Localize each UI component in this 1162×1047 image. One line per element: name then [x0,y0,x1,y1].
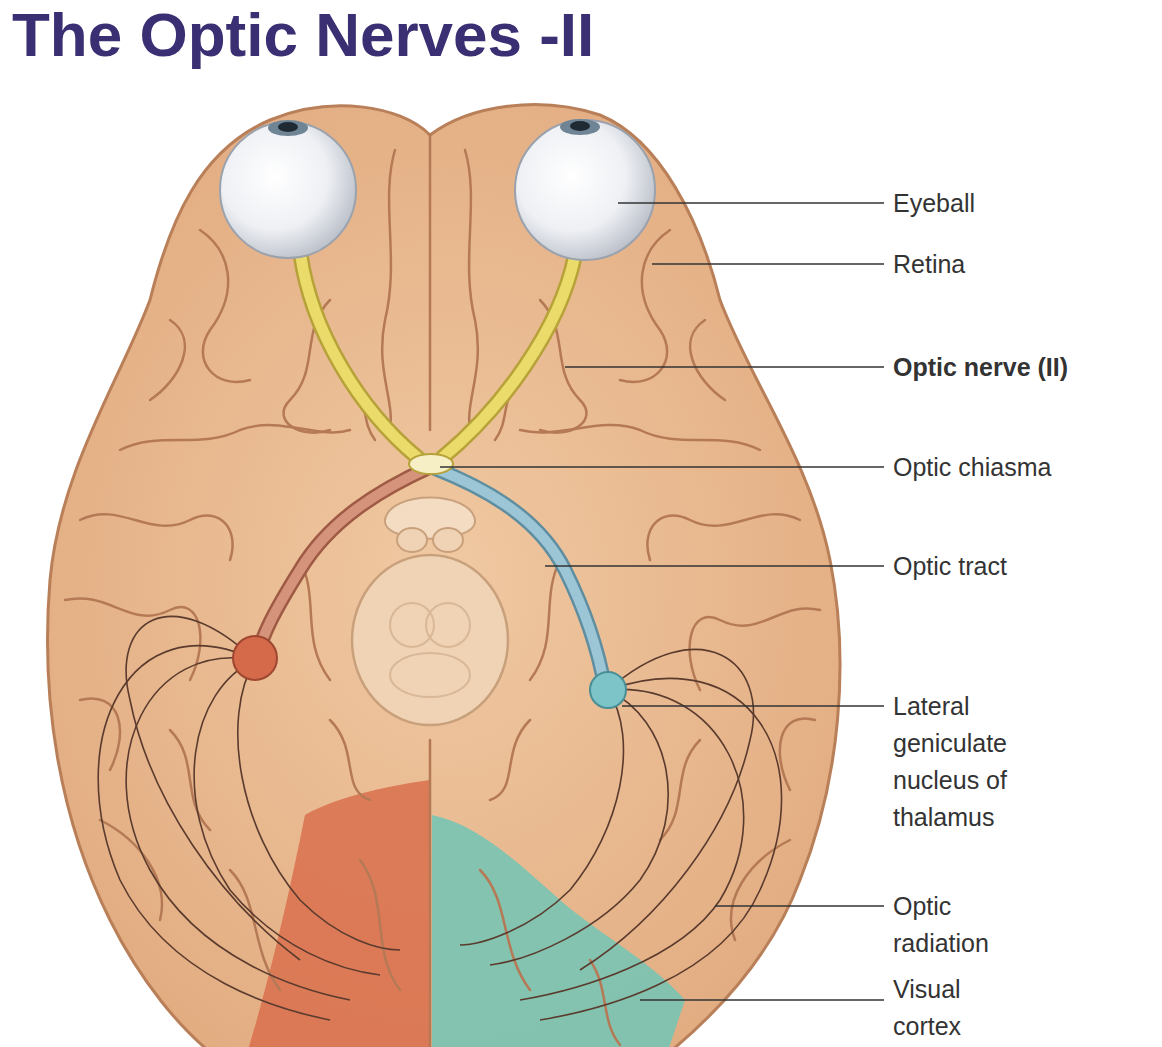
optic-radiation [98,616,781,1020]
diagram-title: The Optic Nerves -II [12,4,594,66]
iris [268,120,308,136]
leader-lines [440,203,884,1000]
lgn-right [590,672,626,708]
pupil [278,122,298,132]
eyeball [220,122,356,258]
visual-cortex-right [432,815,685,1047]
part-label: Optic chiasma [893,449,1051,486]
pupil [570,121,590,131]
optic-tract [434,468,605,688]
optic-nerve [300,250,418,458]
optic-tract [258,468,428,655]
brainstem-detail [390,603,470,697]
optic-tract [434,468,605,688]
optic-nerve [300,250,418,458]
visual-cortex-left [245,780,430,1047]
mammillary-body [397,528,427,552]
optic-nerve [442,255,575,458]
brainstem [352,555,508,725]
lgn-left [233,636,277,680]
part-label: Optic nerve (II) [893,349,1068,386]
optic-tract [258,468,428,655]
gyri [65,135,820,1047]
part-label: Lateral geniculate nucleus of thalamus [893,688,1063,836]
part-label: Optic tract [893,548,1007,585]
iris [560,119,600,135]
part-label: Optic radiation [893,888,1043,962]
mammillary-body [433,528,463,552]
optic-chiasma [409,454,453,474]
eyeball [515,120,655,260]
hypothalamus [385,498,475,539]
part-label: Eyeball [893,185,975,222]
part-label: Visual cortex [893,971,1013,1045]
part-label: Retina [893,246,965,283]
optic-nerve [442,255,575,458]
